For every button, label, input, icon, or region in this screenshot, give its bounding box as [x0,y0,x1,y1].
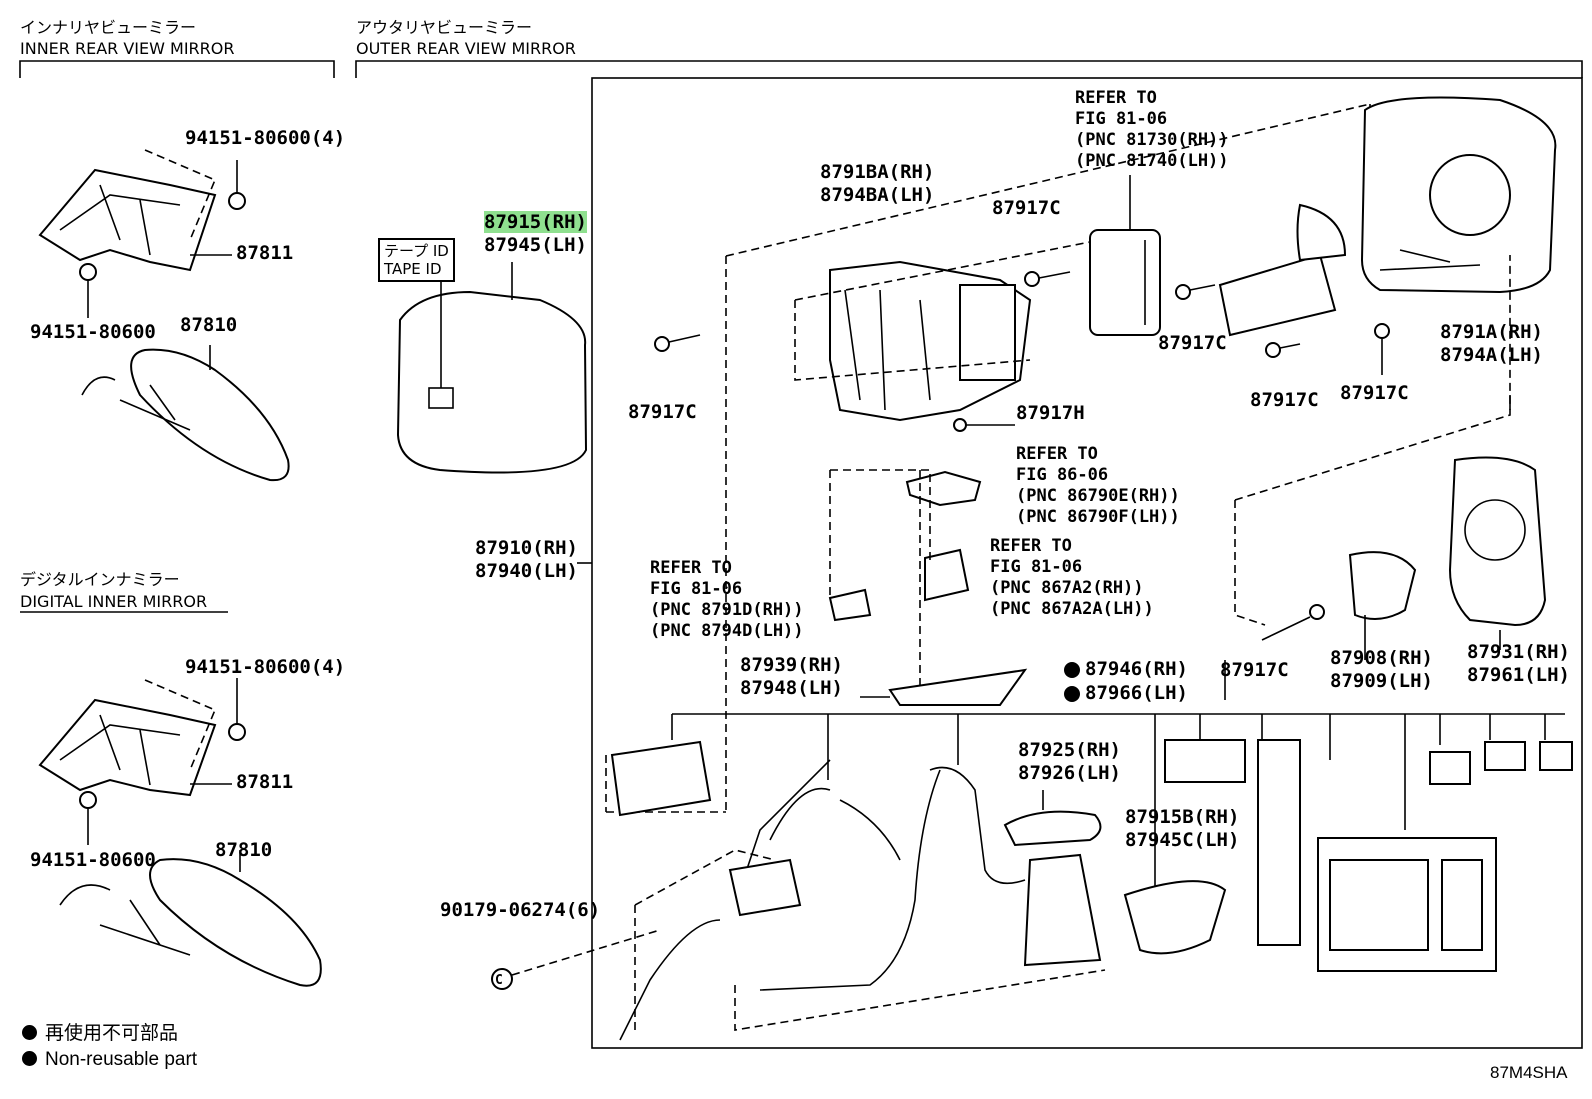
actuator-rh-label[interactable]: 87908(RH) [1330,647,1433,669]
digital-nut-top-label[interactable]: 94151-80600(4) [185,656,346,678]
refer1-line4[interactable]: (PNC 81740(LH)) [1075,151,1229,171]
frame-lh-label[interactable]: 8794BA(LH) [820,184,935,206]
clip-c-symbol [491,968,513,990]
legend-dot-icon [22,1025,37,1040]
digital-mirror-drawing [59,850,322,987]
cover-lh-label[interactable]: 87945(LH) [484,234,587,256]
refer1-line3[interactable]: (PNC 81730(RH)) [1075,130,1229,150]
outer-section-title-en: OUTER REAR VIEW MIRROR [356,39,576,58]
digital-nut-top [228,723,246,741]
inner-bracket-label[interactable]: 87811 [236,242,294,264]
digital-section-title-jp: デジタルインナミラー [20,570,180,589]
screw-c-label-1[interactable]: 87917C [992,197,1061,219]
screw-c-label-6[interactable]: 87917C [1220,659,1289,681]
housing-drawing [1360,96,1557,294]
trim-rh-label[interactable]: 87939(RH) [740,654,843,676]
nonreusable-dot-rh [1064,662,1080,678]
refer4-line2[interactable]: FIG 81-06 [650,579,743,599]
legend-dot-icon [22,1051,37,1066]
housing-rh-label[interactable]: 8791A(RH) [1440,321,1543,343]
refer4-line1[interactable]: REFER TO [650,558,732,578]
kit-lh-label[interactable]: 87966(LH) [1085,682,1188,704]
refer-parts-drawing [828,469,1028,706]
nonreusable-dot-lh [1064,686,1080,702]
inner-nut-bottom-label[interactable]: 94151-80600 [30,321,156,343]
actuator-drawing [1348,551,1417,660]
digital-nut-bottom-label[interactable]: 94151-80600 [30,849,156,871]
assy-rh-label[interactable]: 87910(RH) [475,537,578,559]
screw-c-label-4[interactable]: 87917C [1250,389,1319,411]
inner-section-title-en: INNER REAR VIEW MIRROR [20,39,235,58]
screw-icons [654,271,1390,641]
outer-cover-drawing [396,262,588,474]
outer-section-title-jp: アウタリヤビューミラー [356,18,533,37]
refer2-line1[interactable]: REFER TO [1016,444,1098,464]
outer-section-bracket [355,60,1583,78]
screw-c-label-2[interactable]: 87917C [628,401,697,423]
legend-en: Non-reusable part [22,1049,197,1071]
lower-cover-lh-label[interactable]: 87945C(LH) [1125,829,1240,851]
digital-nut-bottom [79,791,97,809]
lower-cover-rh-label[interactable]: 87915B(RH) [1125,806,1240,828]
inner-nut-top-label[interactable]: 94151-80600(4) [185,127,346,149]
digital-bracket-label[interactable]: 87811 [236,771,294,793]
actuator-lh-label[interactable]: 87909(LH) [1330,670,1433,692]
screw-c-label-3[interactable]: 87917C [1158,332,1227,354]
screw-clip-label[interactable]: 90179-06274(6) [440,899,601,921]
lamp-lh-label[interactable]: 87926(LH) [1018,762,1121,784]
kit-rh-label[interactable]: 87946(RH) [1085,658,1188,680]
screw-c-label-5[interactable]: 87917C [1340,382,1409,404]
refer3-line3[interactable]: (PNC 867A2(RH)) [990,578,1144,598]
clip-c-letter: C [495,973,503,988]
glass-lh-label[interactable]: 87961(LH) [1467,664,1570,686]
light-unit-drawing [1089,175,1161,336]
inner-nut-bottom [79,263,97,281]
refer2-line4[interactable]: (PNC 86790F(LH)) [1016,507,1180,527]
kit-lines [671,395,1565,890]
tape-id-jp: テープ ID [384,242,449,260]
assy-lh-label[interactable]: 87940(LH) [475,560,578,582]
digital-section-title-en: DIGITAL INNER MIRROR [20,592,208,611]
glass-rh-label[interactable]: 87931(RH) [1467,641,1570,663]
refer3-line1[interactable]: REFER TO [990,536,1072,556]
refer4-line3[interactable]: (PNC 8791D(RH)) [650,600,804,620]
refer4-line4[interactable]: (PNC 8794D(LH)) [650,621,804,641]
mirror-glass-drawing [1448,456,1547,650]
housing-lh-label[interactable]: 8794A(LH) [1440,344,1543,366]
refer2-line2[interactable]: FIG 86-06 [1016,465,1109,485]
tape-id-box: テープ ID TAPE ID [378,238,455,282]
cover-rh-label[interactable]: 87915(RH) [484,211,587,233]
inner-section-title-jp: インナリヤビューミラー [20,18,197,37]
refer3-line2[interactable]: FIG 81-06 [990,557,1083,577]
legend-jp: 再使用不可部品 [22,1023,178,1045]
lamp-rh-label[interactable]: 87925(RH) [1018,739,1121,761]
trim-lh-label[interactable]: 87948(LH) [740,677,843,699]
inner-mirror-drawing [81,345,290,482]
inner-mirror-label[interactable]: 87810 [180,314,238,336]
refer2-line3[interactable]: (PNC 86790E(RH)) [1016,486,1180,506]
refer3-line4[interactable]: (PNC 867A2A(LH)) [990,599,1154,619]
inner-section-bracket [19,60,335,78]
kit-parts-drawing [610,739,1573,1041]
refer1-line2[interactable]: FIG 81-06 [1075,109,1168,129]
digital-mirror-label[interactable]: 87810 [215,839,273,861]
tape-id-en: TAPE ID [384,260,442,278]
refer1-line1[interactable]: REFER TO [1075,88,1157,108]
inner-bracket-drawing [38,149,232,272]
bracket-plate-drawing [1218,203,1347,337]
diagram-code: 87M4SHA [1490,1063,1568,1082]
screw-h-label[interactable]: 87917H [1016,402,1085,424]
digital-bracket-drawing [38,679,232,797]
mirror-frame-drawing [829,260,1032,422]
inner-nut-top [228,192,246,210]
frame-rh-label[interactable]: 8791BA(RH) [820,161,935,183]
